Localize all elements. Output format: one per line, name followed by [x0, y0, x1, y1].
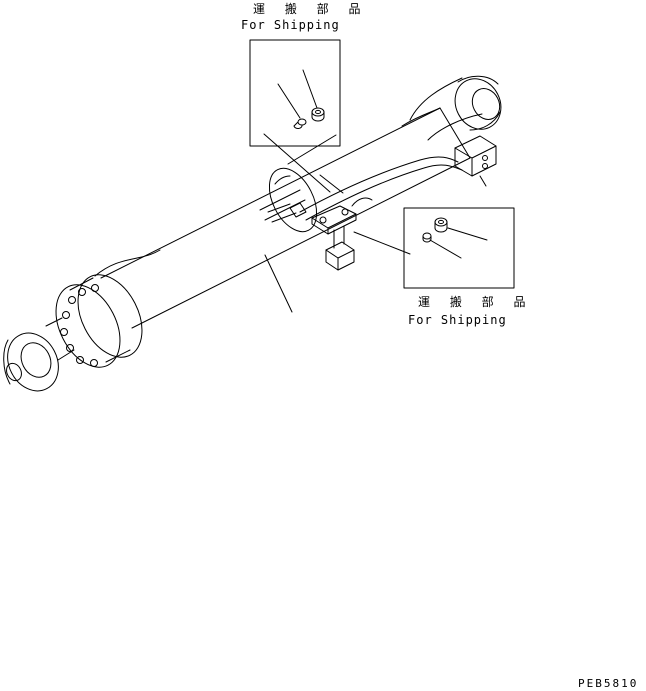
leader-line-top-b: [319, 174, 344, 194]
right-callout-fasteners: [422, 217, 488, 259]
drawing-id-label: PEB5810: [578, 677, 639, 690]
callout-right-en-label: For Shipping: [408, 313, 507, 327]
rod-eye: [3, 332, 59, 392]
piston-rod-end: [3, 317, 75, 392]
bottom-eye: [454, 75, 502, 131]
nut-icon: [434, 217, 448, 233]
callout-right-box: [403, 207, 515, 289]
small-fitting-icon: [422, 232, 432, 243]
leader-line-cylinder: [264, 254, 293, 313]
callout-top-box: [249, 39, 341, 147]
leader-line-top-a: [263, 133, 331, 193]
valve-block: [454, 135, 497, 187]
head-flange: [55, 274, 143, 368]
leader-line-right: [353, 231, 411, 255]
hose-fitting: [267, 202, 307, 223]
nut-icon: [311, 107, 325, 122]
callout-right-jp-label: 運 搬 部 品: [418, 295, 534, 309]
callout-top-jp-label: 運 搬 部 品: [253, 2, 369, 16]
small-fitting-icon: [293, 118, 307, 129]
pipe-clamp: [311, 205, 357, 271]
top-callout-fasteners: [277, 69, 325, 129]
callout-top-en-label: For Shipping: [241, 18, 340, 32]
leader-line-top-c: [287, 134, 337, 165]
bottom-end-arm: [409, 75, 502, 159]
hydraulic-pipe: [299, 156, 463, 221]
flange-bolt-icons: [60, 284, 99, 367]
